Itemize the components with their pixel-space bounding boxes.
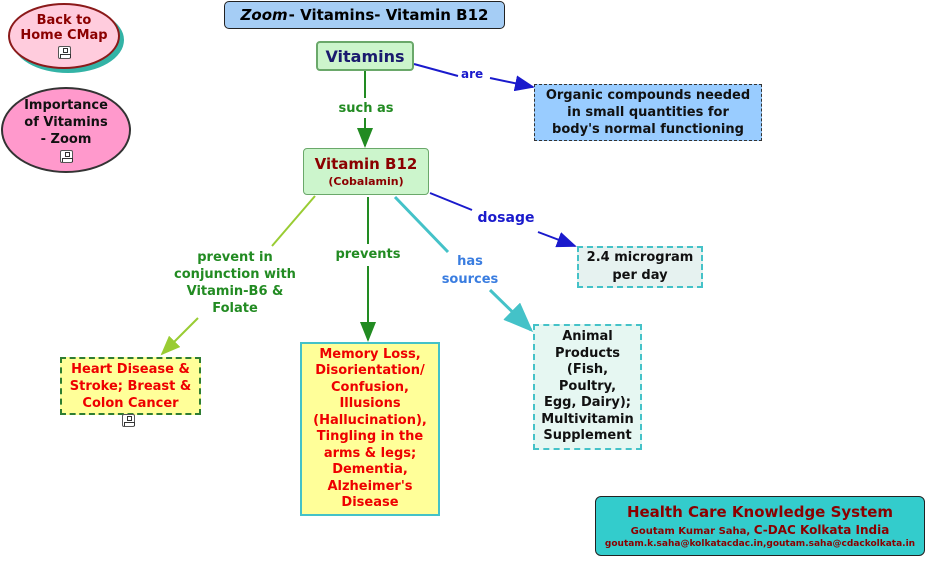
link-label-has-sources: has sources bbox=[441, 254, 499, 287]
link-line-are-organic bbox=[489, 75, 535, 92]
link-label-prevents: prevents bbox=[335, 247, 401, 262]
importance-vitamins-button[interactable]: Importance of Vitamins - Zoom bbox=[1, 87, 131, 173]
footer-author: Goutam Kumar Saha, C-DAC Kolkata India bbox=[631, 523, 890, 537]
link-line-b12-hassources bbox=[393, 195, 450, 254]
node-animal-products: Animal Products (Fish, Poultry, Egg, Dai… bbox=[533, 324, 642, 450]
link-label-dosage: dosage bbox=[477, 210, 535, 226]
node-organic-compounds: Organic compounds needed in small quanti… bbox=[534, 84, 762, 141]
cmap-link-icon[interactable] bbox=[57, 46, 71, 59]
node-dosage-label: 2.4 microgram per day bbox=[586, 250, 694, 283]
link-line-vitamins-are bbox=[413, 63, 459, 77]
node-dosage-value: 2.4 microgram per day bbox=[577, 246, 703, 288]
map-title: Zoom - Vitamins- Vitamin B12 bbox=[224, 1, 505, 29]
node-heart-disease: Heart Disease & Stroke; Breast & Colon C… bbox=[60, 357, 201, 415]
link-line-b12-dosage bbox=[429, 192, 473, 211]
node-b12-sub: (Cobalamin) bbox=[328, 175, 404, 188]
node-vitamins-label: Vitamins bbox=[325, 46, 405, 66]
node-b12-title: Vitamin B12 bbox=[314, 155, 418, 173]
cmap-link-icon[interactable] bbox=[122, 414, 135, 427]
back-home-button[interactable]: Back to Home CMap bbox=[8, 3, 120, 69]
node-animal-label: Animal Products (Fish, Poultry, Egg, Dai… bbox=[541, 329, 634, 444]
node-organic-label: Organic compounds needed in small quanti… bbox=[545, 88, 751, 137]
footer-credit-box: Health Care Knowledge System Goutam Kuma… bbox=[595, 496, 925, 556]
node-heart-label: Heart Disease & Stroke; Breast & Colon C… bbox=[69, 361, 192, 411]
cmap-link-icon[interactable] bbox=[59, 150, 73, 163]
map-title-rest: - Vitamins- Vitamin B12 bbox=[288, 6, 489, 24]
footer-author-org: C-DAC Kolkata India bbox=[753, 523, 890, 537]
link-line-prevconj-heart bbox=[160, 317, 199, 356]
node-memory-label: Memory Loss, Disorientation/ Confusion, … bbox=[313, 346, 427, 511]
footer-system-name: Health Care Knowledge System bbox=[626, 503, 894, 521]
link-label-are: are bbox=[461, 67, 484, 81]
link-label-such-as: such as bbox=[338, 101, 394, 116]
back-home-label: Back to Home CMap bbox=[20, 13, 108, 43]
node-vitamins: Vitamins bbox=[316, 41, 414, 71]
node-vitamin-b12: Vitamin B12 (Cobalamin) bbox=[303, 148, 429, 195]
link-line-hassources-animal bbox=[488, 288, 534, 333]
link-label-prevent-conjunction: prevent in conjunction with Vitamin-B6 &… bbox=[174, 250, 296, 316]
node-memory-loss: Memory Loss, Disorientation/ Confusion, … bbox=[300, 342, 440, 516]
footer-emails: goutam.k.saha@kolkatacdac.in,goutam.saha… bbox=[604, 539, 916, 549]
link-line-b12-prevconj bbox=[271, 195, 316, 247]
link-line-dosage-value bbox=[537, 231, 577, 248]
map-title-zoom: Zoom bbox=[240, 6, 288, 24]
footer-author-name: Goutam Kumar Saha, bbox=[630, 526, 751, 537]
importance-label: Importance of Vitamins - Zoom bbox=[24, 98, 108, 147]
